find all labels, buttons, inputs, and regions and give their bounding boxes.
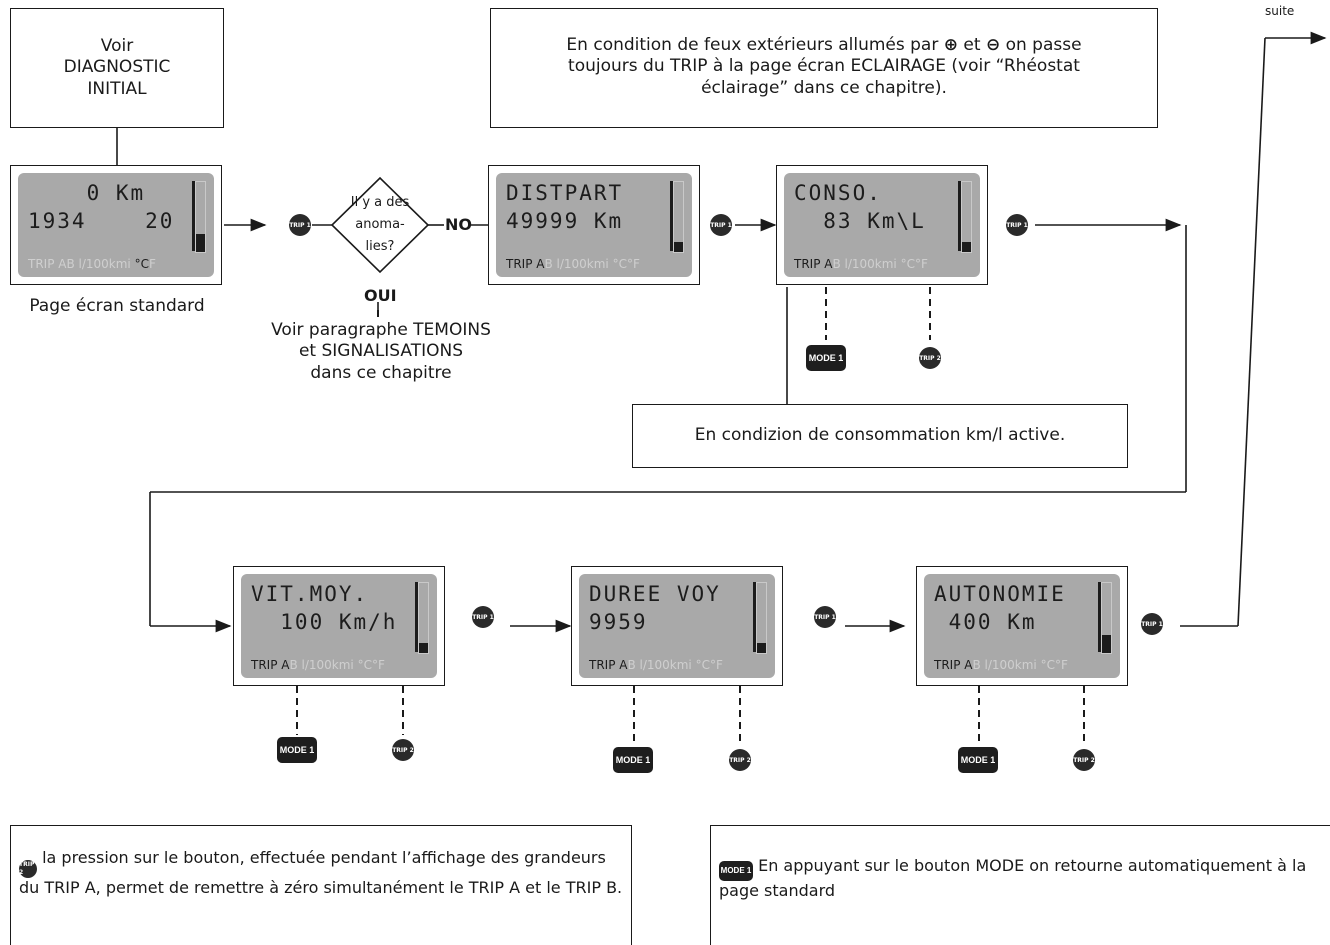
- lcd-line-2: 83 Km\L: [794, 209, 926, 233]
- lcd-line-1: DUREE VOY: [589, 582, 721, 606]
- diagnostic-initial-box: Voir DIAGNOSTIC INITIAL: [10, 8, 224, 128]
- lcd-footer: TRIP AB l/100kmi °C°F: [794, 257, 928, 271]
- mode1-legend-text: En appuyant sur le bouton MODE on retour…: [719, 856, 1307, 901]
- lcd-footer: TRIP AB l/100kmi °C°F: [589, 658, 723, 672]
- trip1-button[interactable]: TRIP 1: [814, 606, 836, 628]
- lcd-footer: TRIP AB l/100kmi °C°F: [251, 658, 385, 672]
- mode1-button[interactable]: MODE 1: [613, 747, 653, 773]
- lcd-standard-screen: 0 Km 1934 20 TRIP AB l/100kmi °CF: [10, 165, 222, 285]
- mode1-legend: MODE 1 En appuyant sur le bouton MODE on…: [710, 825, 1330, 945]
- lcd-autonomie-screen: AUTONOMIE 400 Km TRIP AB l/100kmi °C°F: [916, 566, 1128, 686]
- start-line-2: DIAGNOSTIC: [63, 57, 171, 78]
- lcd-line-2: 100 Km/h: [251, 610, 398, 634]
- lcd-vitmoy-screen: VIT.MOY. 100 Km/h TRIP AB l/100kmi °C°F: [233, 566, 445, 686]
- lcd-footer: TRIP AB l/100kmi °CF: [28, 257, 156, 271]
- mode1-button[interactable]: MODE 1: [806, 345, 846, 371]
- info-text-after: on passe toujours du TRIP à la page écra…: [568, 35, 1082, 98]
- trip1-button[interactable]: TRIP 1: [289, 214, 311, 236]
- lcd-conso-screen: CONSO. 83 Km\L TRIP AB l/100kmi °C°F: [776, 165, 988, 285]
- trip1-button[interactable]: TRIP 1: [472, 606, 494, 628]
- trip2-button[interactable]: TRIP 2: [729, 749, 751, 771]
- trip1-button[interactable]: TRIP 1: [1141, 613, 1163, 635]
- lcd-dureevoy-screen: DUREE VOY 9959 TRIP AB l/100kmi °C°F: [571, 566, 783, 686]
- info-text-before: En condition de feux extérieurs allumés …: [566, 35, 944, 55]
- lcd-distpart-screen: DISTPART 49999 Km TRIP AB l/100kmi °C°F: [488, 165, 700, 285]
- trip1-button[interactable]: TRIP 1: [1006, 214, 1028, 236]
- lcd-line-2: 400 Km: [934, 610, 1037, 634]
- lcd-line-2: 9959: [589, 610, 648, 634]
- decision-diamond: [330, 176, 430, 274]
- yes-label: OUI: [364, 286, 397, 305]
- lcd-line-1: DISTPART: [506, 181, 624, 205]
- plus-icon: ⊕: [943, 35, 958, 55]
- no-label: NO: [445, 215, 472, 234]
- consumption-note: En condizion de consommation km/l active…: [632, 404, 1128, 468]
- lights-info-box: En condition de feux extérieurs allumés …: [490, 8, 1158, 128]
- lcd-footer: TRIP AB l/100kmi °C°F: [934, 658, 1068, 672]
- lcd-line-1: VIT.MOY.: [251, 582, 369, 606]
- lcd-line-1: CONSO.: [794, 181, 882, 205]
- lcd-line-2: 1934 20: [28, 209, 175, 233]
- mode1-icon: MODE 1: [719, 861, 753, 882]
- trip2-legend-text: la pression sur le bouton, effectuée pen…: [19, 848, 623, 897]
- lcd-line-2: 49999 Km: [506, 209, 624, 233]
- trip2-button[interactable]: TRIP 2: [392, 739, 414, 761]
- info-text-and: et: [958, 35, 986, 55]
- lcd-footer: TRIP AB l/100kmi °C°F: [506, 257, 640, 271]
- minus-icon: ⊖: [985, 35, 1001, 55]
- standard-caption: Page écran standard: [29, 296, 205, 316]
- lcd-line-1: 0 Km: [28, 181, 146, 205]
- mode1-button[interactable]: MODE 1: [958, 747, 998, 773]
- trip2-button[interactable]: TRIP 2: [1073, 749, 1095, 771]
- lcd-line-1: AUTONOMIE: [934, 582, 1066, 606]
- trip2-icon: TRIP 2: [19, 859, 37, 878]
- suite-label: suite: [1265, 4, 1295, 18]
- start-line-3: INITIAL: [87, 78, 147, 99]
- trip2-button[interactable]: TRIP 2: [919, 347, 941, 369]
- mode1-button[interactable]: MODE 1: [277, 737, 317, 763]
- trip2-legend: TRIP 2 la pression sur le bouton, effect…: [10, 825, 632, 945]
- trip1-button[interactable]: TRIP 1: [710, 214, 732, 236]
- start-line-1: Voir: [100, 36, 134, 57]
